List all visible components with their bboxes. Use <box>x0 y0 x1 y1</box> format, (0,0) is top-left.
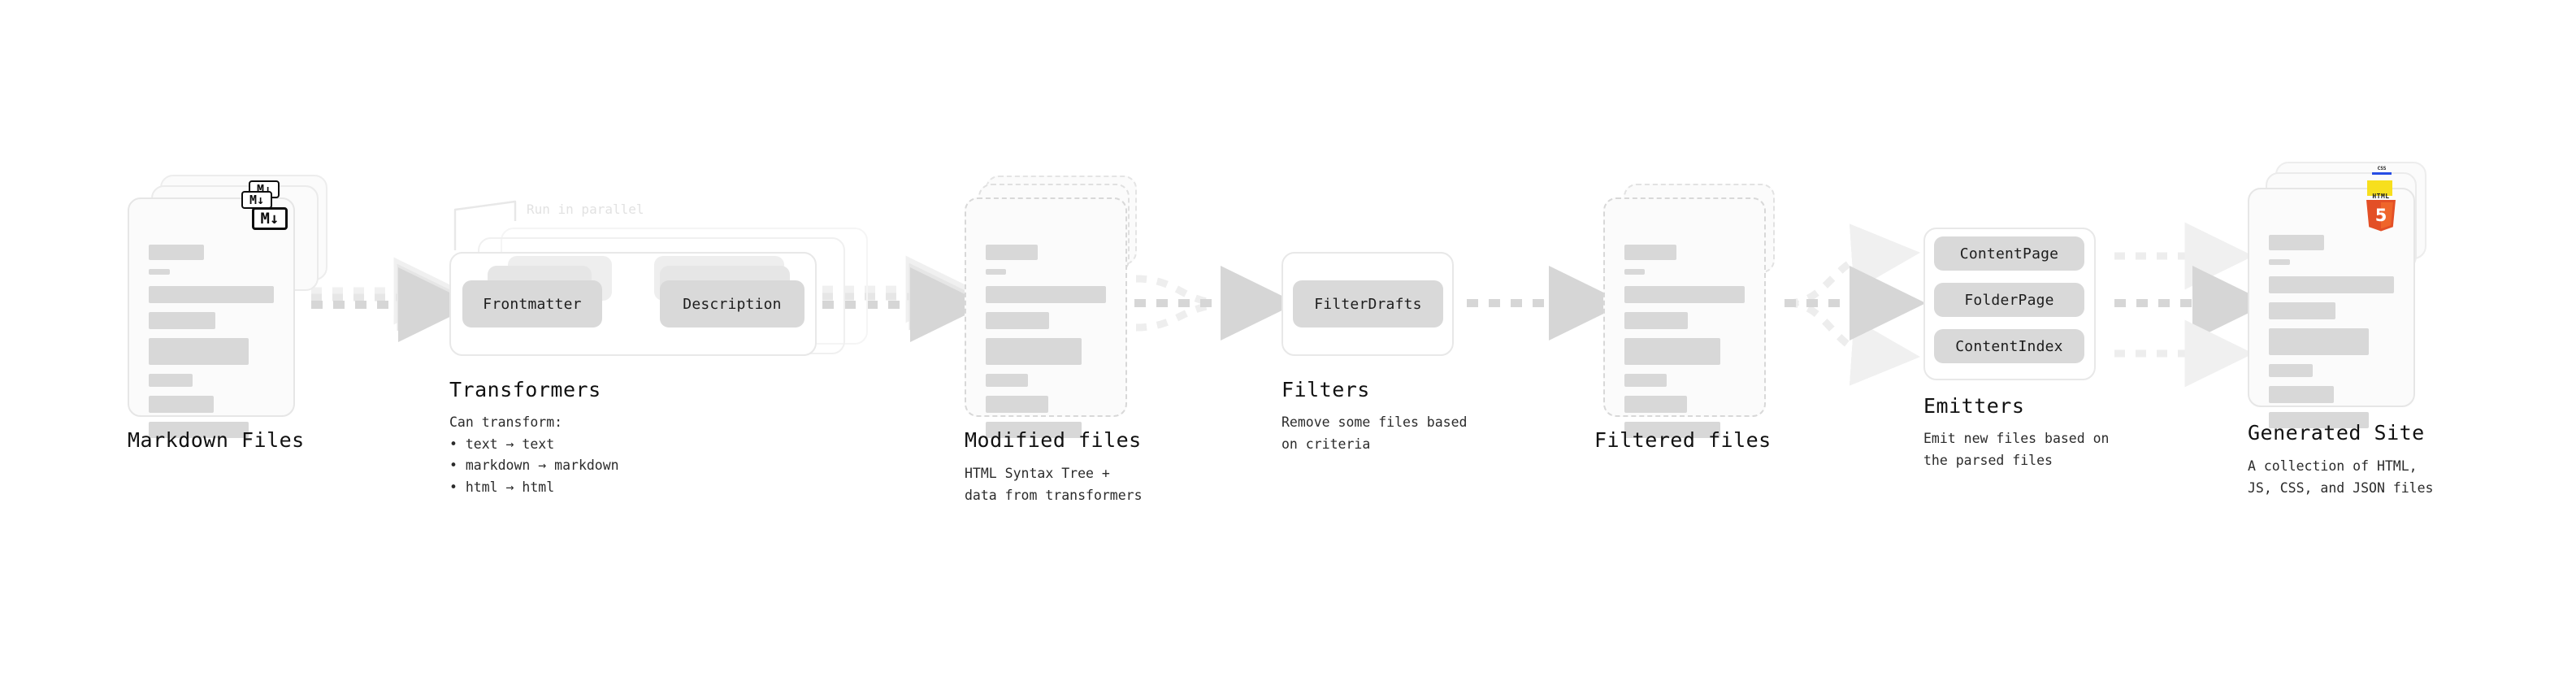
stage-subtitle-filters: Remove some files based on criteria <box>1281 414 1468 452</box>
emitter-chip-contentindex-label: ContentIndex <box>1955 337 2063 355</box>
markdown-badge-label: M↓ <box>260 209 280 228</box>
doc-placeholder-lines <box>149 245 274 447</box>
arrow-markdown-to-transformers <box>311 257 475 343</box>
emitter-chip-contentpage[interactable]: ContentPage <box>1934 236 2084 271</box>
stage-title-emitters: Emitters <box>1923 394 2025 418</box>
transformer-chip-frontmatter[interactable]: Frontmatter <box>462 280 602 327</box>
transformer-chip-description-label: Description <box>683 295 782 313</box>
arrow-modified-to-filters <box>1134 266 1298 341</box>
svg-text:5: 5 <box>2375 206 2387 225</box>
stage-title-markdown-files: Markdown Files <box>128 428 305 452</box>
css-badge-label: CSS <box>2377 166 2387 171</box>
doc-placeholder-lines <box>2269 235 2394 437</box>
markdown-badge: M↓ <box>252 207 288 230</box>
arrow-filtered-to-emitters <box>1785 223 1927 386</box>
arrow-emitters-to-site <box>2114 222 2270 388</box>
filter-chip-filterdrafts[interactable]: FilterDrafts <box>1293 280 1443 327</box>
filtered-card-front <box>1603 197 1766 438</box>
stage-subtitle-transformers: Can transform: • text → text • markdown … <box>449 414 619 496</box>
stage-title-generated-site: Generated Site <box>2248 421 2425 445</box>
emitter-chip-folderpage-label: FolderPage <box>1964 291 2054 309</box>
stage-subtitle-modified-files: HTML Syntax Tree + data from transformer… <box>965 466 1143 503</box>
stage-title-transformers: Transformers <box>449 378 601 401</box>
css-badge: CSS <box>2372 165 2392 175</box>
html5-badge: HTML 5 <box>2363 193 2399 234</box>
doc-placeholder-lines <box>1624 245 1745 447</box>
doc-placeholder-lines <box>986 245 1106 447</box>
stage-title-modified-files: Modified files <box>965 428 1142 452</box>
emitter-chip-folderpage[interactable]: FolderPage <box>1934 283 2084 317</box>
html5-shield-icon: 5 <box>2366 200 2396 232</box>
stage-title-filtered-files: Filtered files <box>1594 428 1772 452</box>
stage-title-filters: Filters <box>1281 378 1370 401</box>
js-badge <box>2367 180 2392 196</box>
transformer-chip-description[interactable]: Description <box>660 280 804 327</box>
markdown-card-front <box>128 197 295 438</box>
emitter-chip-contentpage-label: ContentPage <box>1959 245 2059 262</box>
transformer-chip-frontmatter-label: Frontmatter <box>483 295 582 313</box>
markdown-badge-back-1: M↓ <box>241 191 272 209</box>
css-badge-underline <box>2372 172 2392 175</box>
html5-badge-label: HTML <box>2372 193 2390 200</box>
modified-card-front <box>965 197 1127 438</box>
stage-subtitle-generated-site: A collection of HTML, JS, CSS, and JSON … <box>2248 458 2434 496</box>
stage-subtitle-emitters: Emit new files based on the parsed files <box>1923 431 2110 468</box>
filter-chip-filterdrafts-label: FilterDrafts <box>1314 295 1422 313</box>
run-in-parallel-label: Run in parallel <box>527 202 644 217</box>
emitter-chip-contentindex[interactable]: ContentIndex <box>1934 329 2084 363</box>
